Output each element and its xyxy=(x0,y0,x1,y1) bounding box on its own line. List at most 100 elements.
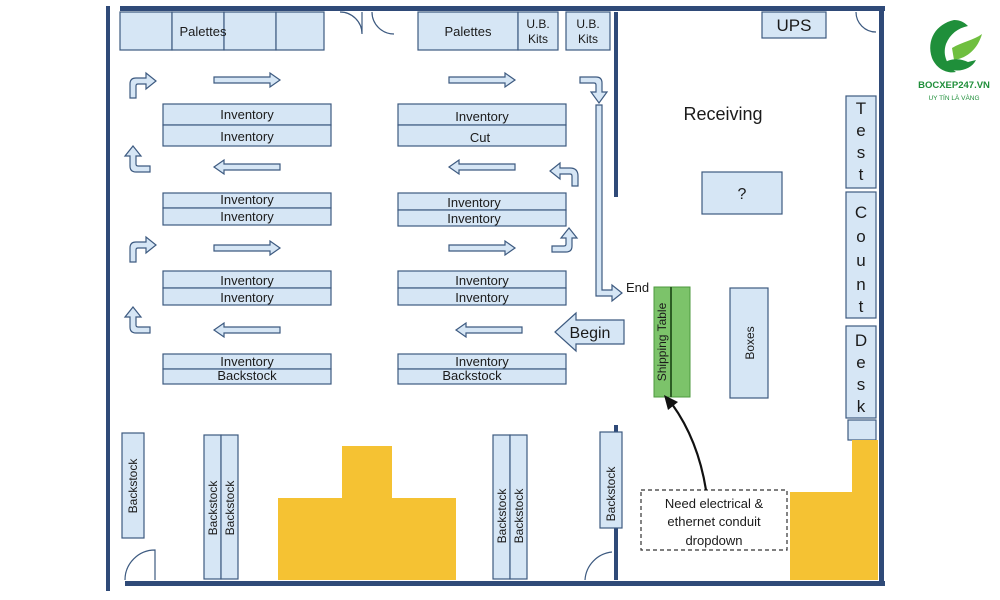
bend-arrow-4 xyxy=(123,306,151,334)
shelf-l4-bottom-label: Backstock xyxy=(217,368,277,383)
begin-label: Begin xyxy=(570,325,611,342)
backstock-5 xyxy=(509,434,528,580)
ups-label: UPS xyxy=(777,16,812,35)
note-pointer-arrow xyxy=(671,403,708,491)
ub-kits-2-line1: U.B. xyxy=(576,17,599,31)
bend-arrow-3 xyxy=(129,235,157,263)
shelf-r3-bottom xyxy=(397,287,567,306)
note-line-3: dropdown xyxy=(685,533,742,548)
shelf-l1-bottom-label: Inventory xyxy=(220,129,274,144)
note-box xyxy=(640,489,788,551)
count-desk xyxy=(845,191,877,319)
door-bottom-left xyxy=(124,549,156,581)
count-letter-2: o xyxy=(856,227,865,246)
shelf-r4-bottom xyxy=(397,368,567,385)
desk-letter-2: e xyxy=(856,353,865,372)
arrow-left-1 xyxy=(212,158,281,176)
route-end-label: End xyxy=(626,280,649,295)
arrow-right-3 xyxy=(213,239,282,257)
backstock-4-label: Backstock xyxy=(495,488,509,544)
ub-kits-1-line1: U.B. xyxy=(526,17,549,31)
bend-arrow-6 xyxy=(549,161,579,187)
shelf-l4-bottom xyxy=(162,368,332,385)
count-letter-1: C xyxy=(855,203,867,222)
receiving-label: Receiving xyxy=(683,104,762,124)
backstock-2-label: Backstock xyxy=(206,480,220,536)
bend-arrow-5 xyxy=(579,76,609,105)
wall-bottom xyxy=(125,581,885,586)
test-letter-2: e xyxy=(856,121,865,140)
shelf-l3-bottom xyxy=(162,287,332,306)
highlight-area-center xyxy=(278,446,456,580)
shelf-l1-bottom xyxy=(162,124,332,147)
note-line-2: ethernet conduit xyxy=(667,514,761,529)
shelf-l2-bottom xyxy=(162,207,332,226)
bend-arrow-2 xyxy=(123,145,151,173)
boxes-label: Boxes xyxy=(743,326,757,359)
backstock-1 xyxy=(121,432,145,539)
shelf-r3-bottom-label: Inventory xyxy=(455,290,509,305)
bend-arrow-7 xyxy=(551,227,579,253)
shelf-l3-bottom-label: Inventory xyxy=(220,290,274,305)
test-letter-4: t xyxy=(859,165,864,184)
shelf-l2-bottom-label: Inventory xyxy=(220,209,274,224)
shelf-r4-bottom-label: Backstock xyxy=(442,368,502,383)
palettes-right-label: Palettes xyxy=(445,24,492,39)
desk-base xyxy=(847,419,877,441)
shelf-r2-bottom xyxy=(397,209,567,227)
shelf-l2-top-label: Inventory xyxy=(220,192,274,207)
backstock-5-label: Backstock xyxy=(512,488,526,544)
desk-area xyxy=(845,325,877,419)
backstock-3 xyxy=(220,434,239,580)
ub-kits-1-line2: Kits xyxy=(528,32,548,46)
backstock-3-label: Backstock xyxy=(223,480,237,536)
wall-receiving xyxy=(614,12,618,197)
boxes-area xyxy=(729,287,769,399)
ups-area xyxy=(761,11,827,39)
shelf-l4-top-label: Inventory xyxy=(220,354,274,369)
arrow-right-1 xyxy=(213,71,282,89)
shelf-r1-bottom-label: Cut xyxy=(470,130,491,145)
shipping-table-divider xyxy=(670,287,672,397)
shelf-r1-bottom xyxy=(397,124,567,147)
door-top-2 xyxy=(371,11,395,35)
arrow-left-2 xyxy=(447,158,516,176)
palettes-left-label: Palettes xyxy=(180,24,227,39)
door-top-1 xyxy=(339,11,363,35)
note-pointer-head xyxy=(664,395,678,410)
unknown-label: ? xyxy=(738,186,747,203)
door-top-right xyxy=(855,11,877,33)
ub-kits-2 xyxy=(565,11,611,51)
test-letter-3: s xyxy=(857,143,866,162)
shipping-table-label: Shipping Table xyxy=(655,302,669,381)
palette-bay-3 xyxy=(223,11,277,51)
highlight-area-right xyxy=(790,440,878,580)
test-desk xyxy=(845,95,877,189)
arrow-left-4 xyxy=(454,321,523,339)
arrow-right-4 xyxy=(448,239,517,257)
logo-tagline: UY TÍN LÀ VÀNG xyxy=(928,95,980,102)
logo-brand-text: BOCXEP247.VN xyxy=(918,80,990,91)
palette-bay-2 xyxy=(171,11,225,51)
backstock-1-label: Backstock xyxy=(126,458,140,514)
shelf-r4-top-label: Inventory xyxy=(455,354,509,369)
arrow-left-3 xyxy=(212,321,281,339)
ub-kits-2-line2: Kits xyxy=(578,32,598,46)
palette-bay-1 xyxy=(119,11,173,51)
backstock-6-label: Backstock xyxy=(604,466,618,522)
shelf-r1-top-label: Inventory xyxy=(455,109,509,124)
shelf-r2-bottom-label: Inventory xyxy=(447,211,501,226)
route-line xyxy=(595,104,623,303)
unknown-area xyxy=(701,171,783,215)
backstock-6 xyxy=(599,431,623,529)
palette-bay-4 xyxy=(275,11,325,51)
door-bottom-right xyxy=(584,551,613,581)
brand-logo: BOCXEP247.VN UY TÍN LÀ VÀNG xyxy=(912,14,996,110)
count-letter-5: t xyxy=(859,297,864,316)
count-letter-4: n xyxy=(856,275,865,294)
arrow-right-2 xyxy=(448,71,517,89)
ub-kits-1 xyxy=(517,11,559,51)
shelf-l1-top-label: Inventory xyxy=(220,107,274,122)
shelf-l3-top-label: Inventory xyxy=(220,273,274,288)
